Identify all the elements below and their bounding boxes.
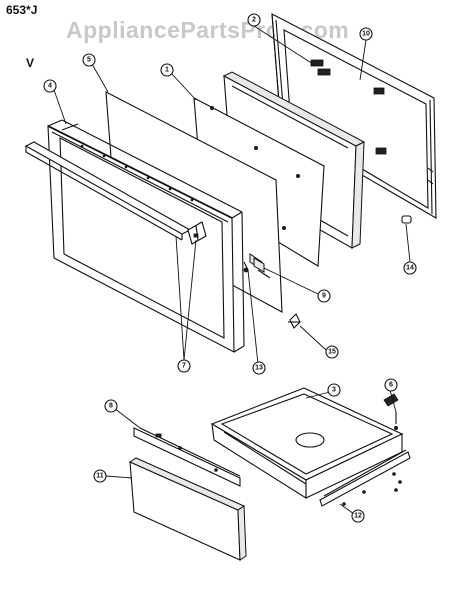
door-screw-14 [401,215,412,224]
callout-label: 9 [322,293,326,300]
callout-label: 13 [255,365,263,372]
callout-label: 2 [252,17,256,24]
callout-1: 1 [160,63,174,77]
callout-3: 3 [327,383,341,397]
inner-door-liner [271,13,437,219]
callout-5: 5 [82,53,96,67]
callout-2: 2 [247,13,261,27]
callout-label: 4 [48,83,52,90]
callout-11: 11 [93,469,107,483]
door-gasket-9 [253,257,265,273]
leader-lines [53,25,411,515]
drawer-bracket [133,427,241,487]
callout-label: 8 [109,403,113,410]
callout-label: 5 [87,57,91,64]
callout-4: 4 [43,79,57,93]
drawer-slide-rail [319,449,411,507]
callout-6: 6 [384,378,398,392]
hinge-brackets [187,221,207,245]
callout-9: 9 [317,289,331,303]
callout-13: 13 [252,361,266,375]
callout-label: 12 [354,513,362,520]
drawer-body [210,387,404,499]
section-label: V [26,56,34,70]
door-hinge-15 [288,313,301,329]
callout-label: 14 [406,265,414,272]
callout-10: 10 [359,27,373,41]
drawer-glide [383,393,399,430]
door-clip-13 [243,261,249,273]
callout-label: 11 [96,473,104,480]
callout-7: 7 [177,359,191,373]
callout-label: 3 [332,387,336,394]
callout-label: 10 [362,31,370,38]
model-number: 653*J [6,3,37,17]
callout-label: 7 [182,363,186,370]
callout-label: 1 [165,67,169,74]
callout-12: 12 [351,509,365,523]
callout-label: 15 [328,349,336,356]
callout-14: 14 [403,261,417,275]
callout-label: 6 [389,382,393,389]
callout-8: 8 [104,399,118,413]
callout-15: 15 [325,345,339,359]
drawer-front-panel [128,457,247,561]
